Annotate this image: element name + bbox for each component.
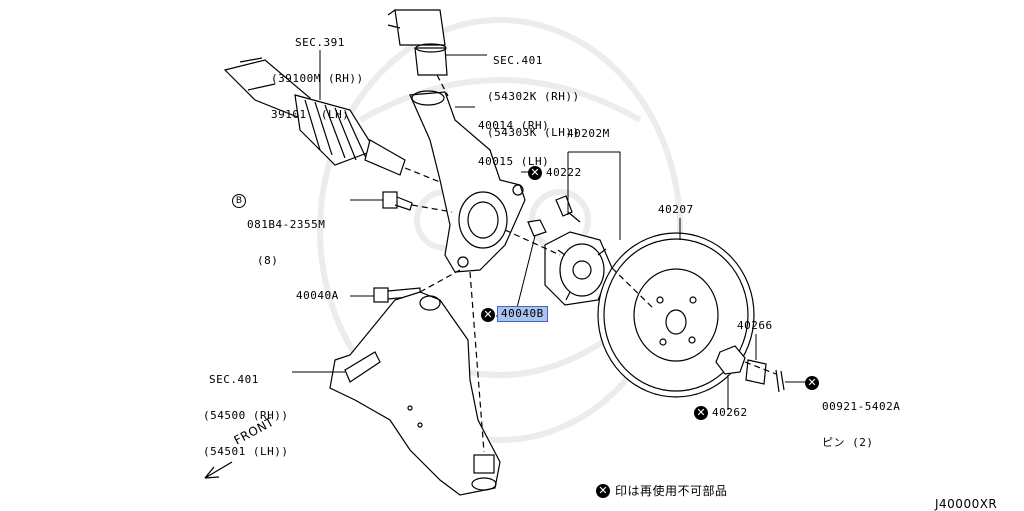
disc-label: 40207 xyxy=(658,203,694,216)
bolt-081b4-label: 081B4-2355M (8) xyxy=(247,218,326,267)
steering-knuckle xyxy=(409,90,526,273)
sec391-label: SEC.391 (39100M (RH)) 39101 (LH) xyxy=(271,36,364,121)
lock-40266-label: 40266 xyxy=(737,319,773,332)
pin-label: 00921-5402A ピン (2) xyxy=(822,400,901,449)
hub-label: 40202M xyxy=(567,127,610,140)
bolt-40040a-label: 40040A xyxy=(296,289,339,302)
front-arrow xyxy=(204,461,233,479)
legend-note: 印は再使用不可部品 xyxy=(615,484,728,498)
hub-nut-40262 xyxy=(715,345,746,375)
non-reusable-mark: ✕ xyxy=(528,166,542,180)
cotter-pin xyxy=(775,369,785,393)
nut-40040b-label[interactable]: 40040B xyxy=(497,306,548,322)
bolt-081b4 xyxy=(382,191,413,211)
non-reusable-mark: ✕ xyxy=(481,308,495,322)
knuckle-label: 40014 (RH) 40015 (LH) xyxy=(478,119,550,168)
non-reusable-mark: ✕ xyxy=(805,376,819,390)
diagram-id: J40000XR xyxy=(935,497,998,511)
sec401-top-label: SEC.401 (54302K (RH)) (54303K (LH)) xyxy=(487,54,580,139)
brake-disc xyxy=(597,232,755,398)
legend-non-reusable-mark: ✕ xyxy=(596,484,610,498)
nut-40040b-part xyxy=(527,219,547,237)
bolt-40222-label: 40222 xyxy=(546,166,582,179)
sec401-bottom-label: SEC.401 (54500 (RH)) (54501 (LH)) xyxy=(203,373,289,458)
drive-shaft xyxy=(223,57,456,189)
b-marker: B xyxy=(232,194,246,208)
lock-40266 xyxy=(745,359,767,385)
assembly-center-lines xyxy=(411,74,777,453)
strut-part xyxy=(387,9,448,76)
non-reusable-mark: ✕ xyxy=(694,406,708,420)
lower-control-arm xyxy=(329,291,501,496)
nut-40262-label: 40262 xyxy=(712,406,748,419)
leader-lines xyxy=(292,50,810,410)
